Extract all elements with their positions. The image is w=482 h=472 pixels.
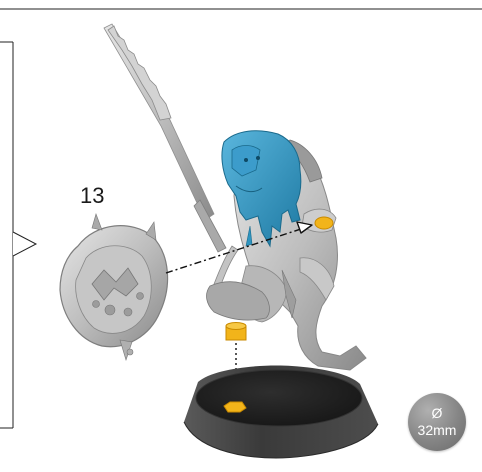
diameter-symbol: Ø [432,405,443,422]
callout-pointer [13,232,36,256]
base-size-badge: Ø 32mm [408,393,466,451]
base-peg-part [226,323,246,341]
spear [104,24,226,252]
base-size-label: 32mm [418,422,457,439]
hand-connector [315,217,333,229]
round-base [184,366,378,458]
step-number: 13 [80,183,104,209]
rule-bracket [0,42,13,428]
shield-part [60,214,168,360]
